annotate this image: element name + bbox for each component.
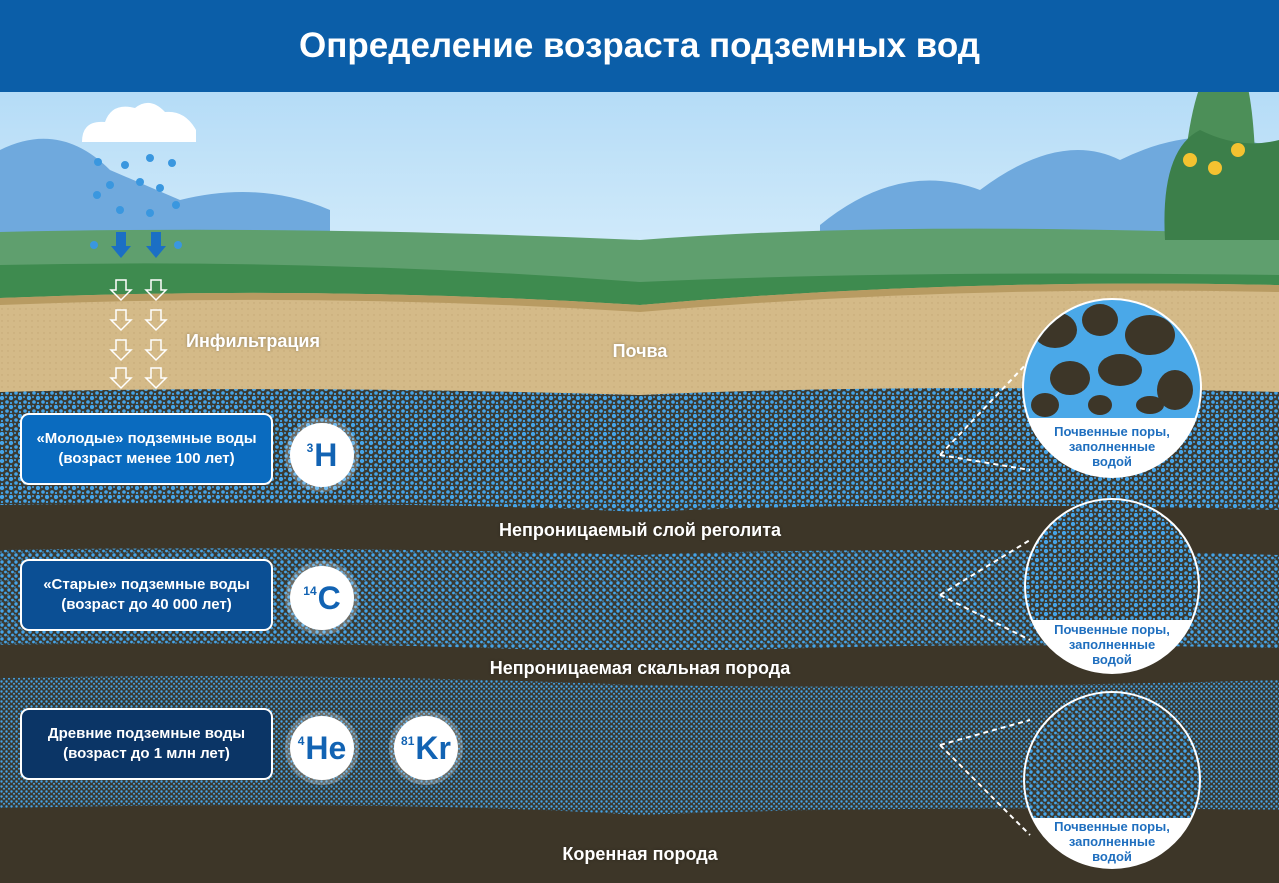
soil-edge — [0, 283, 1279, 312]
isotope-symbol: C — [317, 579, 341, 616]
rock-layer — [0, 643, 1279, 687]
mountain-left — [0, 138, 330, 240]
caption-line: Почвенные поры, — [1054, 622, 1170, 637]
rock-label: Непроницаемая скальная порода — [489, 658, 791, 678]
flower — [1231, 143, 1245, 157]
old-groundwater-box: «Старые» подземные воды (возраст до 40 0… — [20, 559, 273, 631]
pores-caption: Почвенные поры, заполненные водой — [1037, 424, 1187, 469]
pores-magnifier-2 — [1024, 498, 1200, 674]
soil-label: Почва — [612, 341, 668, 361]
isotope-mass: 81 — [401, 734, 415, 748]
caption-line: водой — [1092, 454, 1132, 469]
flower — [1208, 161, 1222, 175]
isotope-symbol: Kr — [415, 729, 451, 766]
box-title: «Старые» подземные воды — [43, 576, 250, 593]
box-title: Древние подземные воды — [47, 725, 246, 742]
young-groundwater-box: «Молодые» подземные воды (возраст менее … — [20, 413, 273, 485]
mountain-right — [820, 137, 1279, 240]
regolith-label: Непроницаемый слой реголита — [498, 520, 782, 540]
title-bar: Определение возраста подземных вод — [0, 0, 1279, 92]
aquifer-ancient — [0, 676, 1279, 815]
box-age: (возраст до 40 000 лет) — [61, 596, 232, 613]
pores-caption: Почвенные поры, заполненные водой — [1037, 819, 1187, 864]
caption-line: Почвенные поры, — [1054, 424, 1170, 439]
caption-line: заполненные — [1068, 439, 1156, 454]
isotope-symbol: H — [314, 436, 338, 473]
isotope-mass: 14 — [303, 584, 317, 598]
caption-line: водой — [1092, 849, 1132, 864]
infiltration-arrows-icon — [109, 232, 168, 390]
caption-line: заполненные — [1068, 834, 1156, 849]
isotope-mass: 4 — [297, 734, 305, 748]
box-age: (возраст до 1 млн лет) — [63, 745, 230, 762]
infiltration-label: Инфильтрация — [186, 331, 320, 351]
rain-cloud-icon — [82, 102, 196, 249]
pores-magnifier-1 — [1022, 298, 1202, 478]
regolith-layer — [0, 503, 1279, 555]
callout-lines — [939, 359, 1031, 836]
caption-line: водой — [1092, 652, 1132, 667]
bedrock-label: Коренная порода — [562, 844, 718, 864]
box-age: (возраст менее 100 лет) — [58, 450, 235, 467]
soil-layer — [0, 283, 1279, 400]
caption-line: заполненные — [1068, 637, 1156, 652]
flower — [1183, 153, 1197, 167]
ancient-groundwater-box: Древние подземные воды (возраст до 1 млн… — [20, 708, 273, 780]
pores-caption: Почвенные поры, заполненные водой — [1037, 622, 1187, 667]
bedrock-layer — [0, 805, 1279, 883]
caption-line: Почвенные поры, — [1054, 819, 1170, 834]
pores-magnifier-3 — [1023, 691, 1201, 869]
isotope-symbol: He — [305, 729, 347, 766]
box-title: «Молодые» подземные воды — [36, 430, 257, 447]
bush — [1164, 130, 1279, 240]
isotope-mass: 3 — [306, 441, 314, 455]
page-title: Определение возраста подземных вод — [299, 26, 980, 65]
